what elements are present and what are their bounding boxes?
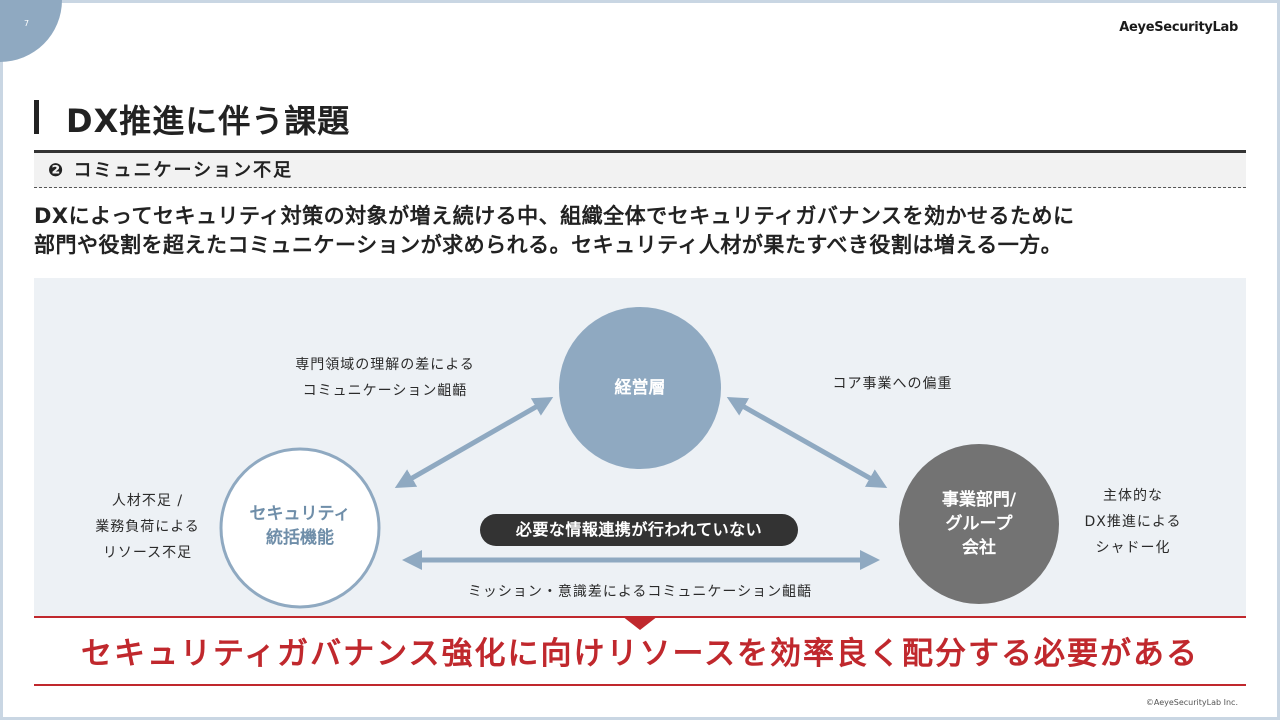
page-title: DX推進に伴う課題 [66,102,351,140]
management-circle [559,307,721,469]
label-understanding-gap: 専門領域の理解の差による コミュニケーション齟齬 [260,352,510,404]
lead-text: DXによってセキュリティ対策の対象が増え続ける中、組織全体でセキュリティガバナン… [34,202,1254,260]
security-label: セキュリティ 統括機能 [220,502,380,550]
brand-logo: AeyeSecurityLab [1119,20,1238,35]
business-label-line-2: グループ [945,514,1013,534]
label-shadow-it: 主体的な DX推進による シャドー化 [1063,483,1203,561]
label-resource-shortage-line-1: 人材不足 / [111,493,184,509]
label-resource-shortage: 人材不足 / 業務負荷による リソース不足 [70,488,225,566]
label-resource-shortage-line-3: リソース不足 [102,545,193,561]
label-shadow-it-line-3: シャドー化 [1095,540,1171,556]
label-shadow-it-line-1: 主体的な [1103,488,1163,504]
conclusion-bottom-rule [34,684,1246,686]
label-core-business-bias: コア事業への偏重 [832,376,953,392]
business-circle [899,444,1059,604]
conclusion-pointer [622,616,658,630]
conclusion-text: セキュリティガバナンス強化に向けリソースを効率良く配分する必要がある [81,636,1199,672]
lead-line-2: 部門や役割を超えたコミュニケーションが求められる。セキュリティ人材が果たすべき役… [34,233,1063,257]
label-understanding-gap-line-2: コミュニケーション齟齬 [302,383,468,399]
label-resource-shortage-line-2: 業務負荷による [95,519,200,535]
label-shadow-it-line-2: DX推進による [1084,514,1182,530]
title-accent-bar [34,100,39,134]
security-label-line-1: セキュリティ [249,504,351,524]
subtitle-band [34,150,1246,188]
lead-line-1: DXによってセキュリティ対策の対象が増え続ける中、組織全体でセキュリティガバナン… [34,204,1075,228]
copyright: ©AeyeSecurityLab Inc. [1145,698,1238,707]
security-circle [219,447,381,609]
section-subtitle: ❷ コミュニケーション不足 [48,160,294,181]
business-label-line-3: 会社 [962,538,996,558]
security-label-line-2: 統括機能 [266,528,334,548]
arrow-security-management [394,397,554,488]
label-understanding-gap-line-1: 専門領域の理解の差による [295,357,475,373]
business-label: 事業部門/ グループ 会社 [899,488,1059,560]
page-number: 7 [24,19,30,28]
arrow-management-business [726,397,888,488]
label-mission-gap: ミッション・意識差によるコミュニケーション齟齬 [467,584,813,600]
info-sharing-badge: 必要な情報連携が行われていない [480,514,798,546]
management-label: 経営層 [614,378,666,398]
business-label-line-1: 事業部門/ [941,490,1017,510]
